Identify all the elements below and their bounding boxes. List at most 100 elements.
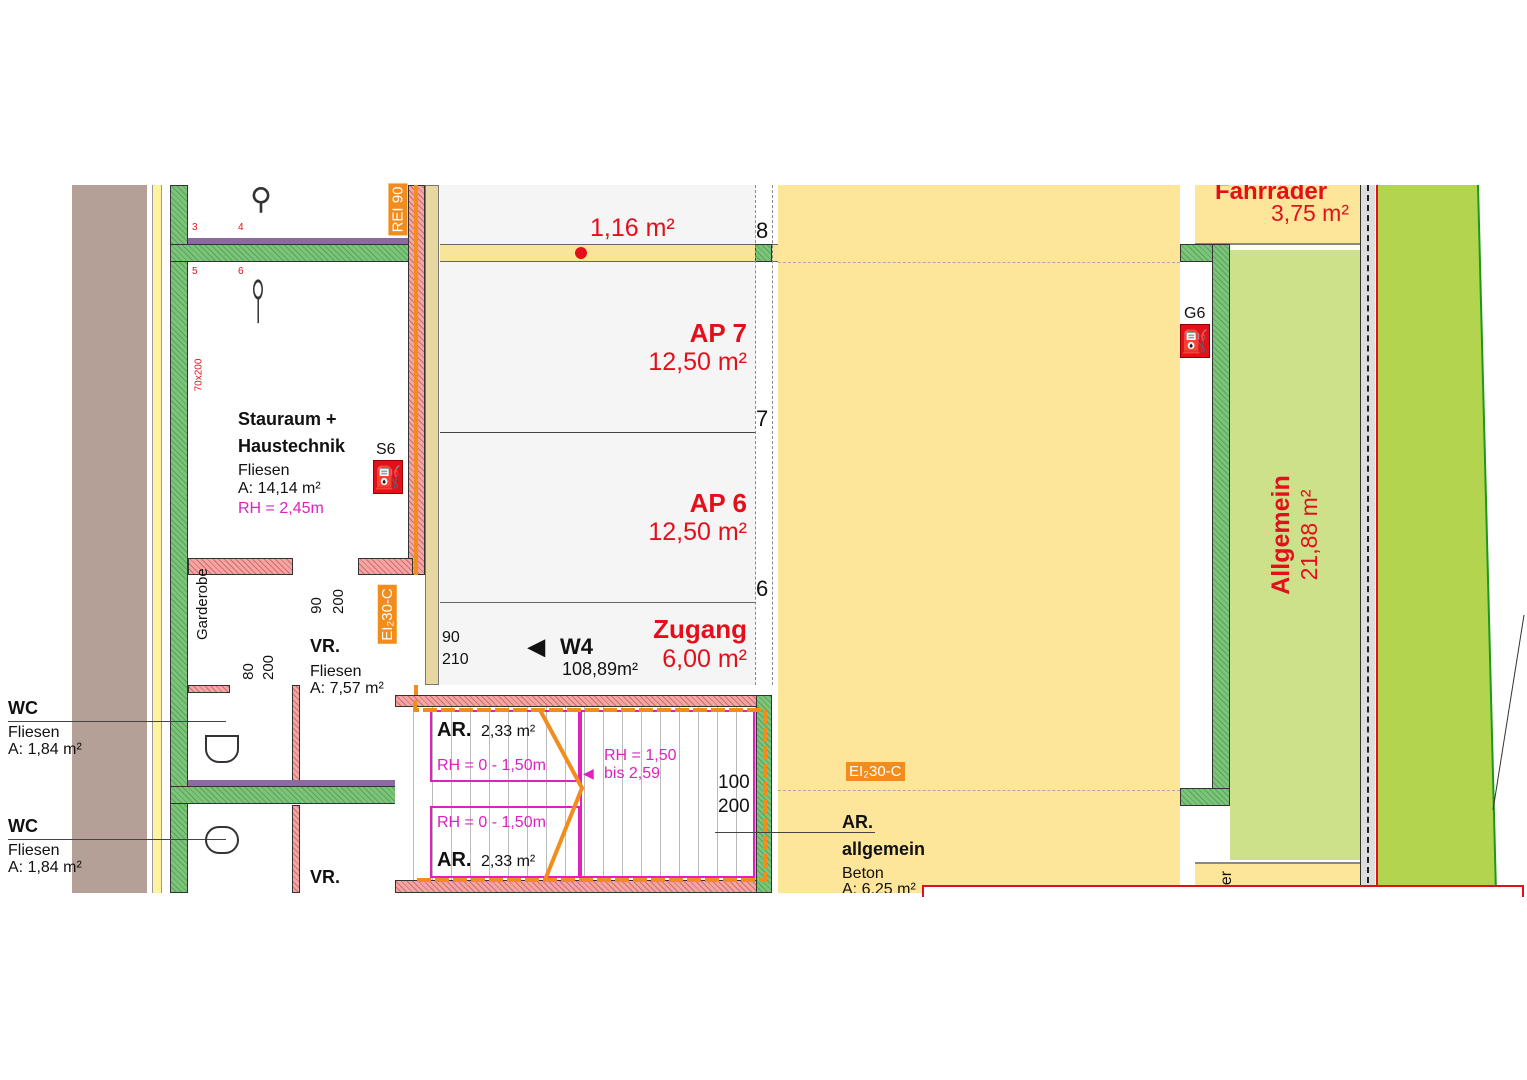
zugang-area: 6,00 m² [662, 645, 747, 673]
ap7-name: AP 7 [689, 318, 747, 348]
er-fragment: er [1218, 870, 1236, 886]
line-ap6-zugang [440, 602, 755, 603]
yellow-band [440, 244, 778, 262]
wc-lower-leader [8, 839, 226, 840]
stauraum-floor: Fliesen [238, 462, 290, 479]
property-line [1376, 185, 1378, 893]
escape-route [413, 700, 767, 882]
yellow-common-area [778, 185, 1180, 893]
stauraum-area: A: 14,14 m² [238, 480, 321, 497]
door2-height: 200 [260, 654, 278, 681]
ar-allgemein-name-2: allgemein [842, 839, 926, 859]
ar-lower-box [430, 806, 580, 878]
fire-extinguisher-icon-2: ⛽ [1180, 324, 1210, 358]
ar-lower-area: 2,33 m² [481, 853, 536, 870]
tan-column [425, 185, 439, 685]
door4-height: 200 [718, 796, 750, 817]
vr-lower-name: VR. [310, 867, 341, 887]
wc-upper-area: A: 1,84 m² [8, 741, 82, 758]
post-8 [755, 244, 772, 262]
wall-stauraum-bottom-2 [358, 558, 413, 575]
lawn-edge [1477, 185, 1497, 893]
wc-lower-name: WC [8, 816, 38, 836]
purple-line-2 [188, 780, 578, 786]
door2-width: 80 [239, 663, 257, 680]
wall-wc-side-2 [292, 805, 300, 893]
wall-east-bottom [1180, 788, 1230, 806]
stair-height-2: bis 2,59 [604, 765, 661, 782]
red-outline-box [922, 885, 1524, 897]
stauraum-height: RH = 2,45m [238, 500, 324, 517]
stauraum-name-1: Stauraum + [238, 409, 337, 429]
toilet-icon-2 [205, 826, 239, 854]
door3-width: 90 [442, 629, 460, 646]
fence-dash [1367, 185, 1369, 893]
ar-upper-name: AR. [437, 719, 472, 741]
marker-dot [575, 247, 587, 259]
line-ap7-ap6 [440, 432, 755, 433]
wc-lower-area: A: 1,84 m² [8, 859, 82, 876]
wc-upper-name: WC [8, 698, 38, 718]
ar-allgemein-floor: Beton [842, 865, 884, 882]
bike-number-5: 5 [192, 266, 198, 277]
purple-line [188, 238, 408, 244]
wall-wc-side [292, 685, 300, 785]
ar-lower-name: AR. [437, 849, 472, 871]
wc-upper-floor: Fliesen [8, 724, 60, 741]
leader-line [1492, 614, 1525, 811]
parking-number-7: 7 [756, 406, 769, 431]
exterior-strip [72, 185, 147, 893]
allgemein-area: 21,88 m² [1296, 489, 1322, 581]
bike-number-3: 3 [192, 222, 198, 233]
ap7-area: 12,50 m² [648, 348, 747, 376]
wall-west [170, 185, 188, 893]
fire-extinguisher-icon: ⛽ [373, 460, 403, 494]
door1-width: 90 [307, 597, 325, 614]
parking-area [440, 185, 755, 685]
bike-number-4: 4 [238, 222, 244, 233]
ap6-area: 12,50 m² [648, 518, 747, 546]
wall-h1 [170, 244, 425, 262]
zugang-name: Zugang [653, 614, 747, 644]
w4-area: 108,89m² [562, 659, 639, 679]
ar-allgemein-leader [715, 832, 875, 833]
door1-height: 200 [330, 588, 348, 615]
extinguisher-s6-label: S6 [376, 441, 396, 458]
ei-rating-left-tag: EI₂30-C [377, 585, 397, 644]
lawn-area [1378, 185, 1496, 893]
allgemein-area [1230, 250, 1360, 860]
vr-upper-name: VR. [310, 636, 341, 656]
extinguisher-g6-label: G6 [1184, 305, 1206, 322]
grid-line-1 [755, 185, 756, 685]
parking-number-6: 6 [756, 576, 769, 601]
ap6-name: AP 6 [689, 488, 747, 518]
bike-area-label: 1,16 m² [590, 214, 675, 242]
fahrraeder-area: 3,75 m² [1271, 200, 1349, 226]
garderobe-label: Garderobe [194, 568, 211, 640]
w4-arrow-icon: ◀ [528, 634, 545, 659]
wall-wc-top [188, 685, 230, 693]
stair-cut-line [538, 709, 585, 881]
w4-name: W4 [560, 634, 593, 659]
vr-upper-floor: Fliesen [310, 663, 362, 680]
ar-allgemein-area: A: 6,25 m² [842, 882, 916, 893]
grid-line-2 [772, 185, 773, 685]
bicycle-icon: ⚲ [250, 183, 272, 216]
allgemein-name: Allgemein [1267, 475, 1295, 595]
lawn [1378, 185, 1525, 893]
ar-lower-height: RH = 0 - 1,50m [437, 814, 546, 831]
bike-size: 70x200 [193, 358, 205, 392]
door3-height: 210 [442, 651, 469, 668]
vr-upper-area: A: 7,57 m² [310, 680, 384, 697]
allgemein-label: Allgemein 21,88 m² [1267, 475, 1323, 594]
bike-number-6: 6 [238, 266, 244, 277]
stauraum-name-2: Haustechnik [238, 436, 346, 456]
wc-upper-leader [8, 721, 226, 722]
ar-upper-area: 2,33 m² [481, 723, 536, 740]
escape-route-line [413, 700, 767, 882]
bicycle-icon-2: ⫯ [251, 266, 265, 333]
stair-box [395, 695, 770, 893]
grid-h2 [778, 790, 1180, 791]
wall-east [1212, 244, 1230, 805]
door4-width: 100 [718, 772, 750, 793]
